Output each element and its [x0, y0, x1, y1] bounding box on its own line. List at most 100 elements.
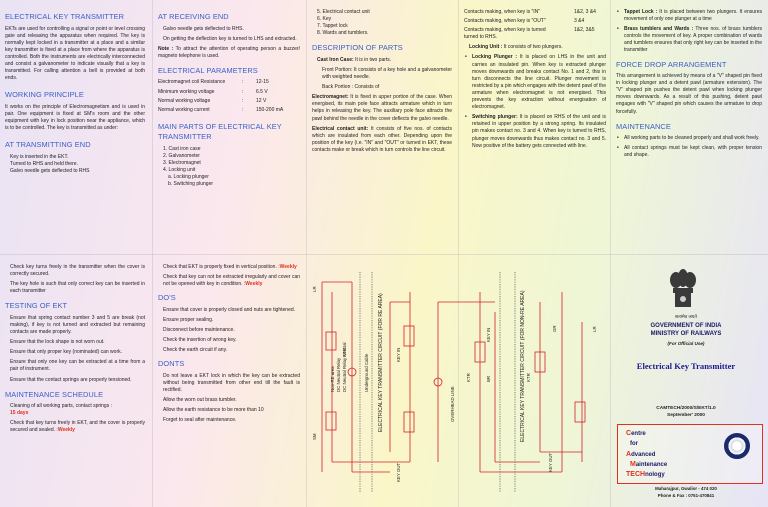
schedule-item: Check that key turns freely in EKT, and … — [5, 420, 145, 434]
column-testing: Check key turns freely in the transmitte… — [5, 264, 145, 504]
heading-force-drop: FORCE DROP ARRANGEMENT — [616, 59, 727, 69]
label: Cast Iron Case: — [317, 56, 354, 63]
heading-ekt: ELECTRICAL KEY TRANSMITTER — [5, 12, 125, 21]
list-item: 7. Tappet lock — [317, 23, 348, 30]
list-item: Turned to RHS and held there. — [10, 160, 78, 167]
receiving-note: Note : To attract the attention of opera… — [158, 46, 300, 60]
label-underground: Underground Cable — [364, 353, 369, 392]
label: Electrical contact unit: — [312, 125, 369, 132]
test-item: Ensure that only proper key (nominated) … — [10, 349, 122, 356]
document-code: CAMTECH/2000/S/EKT/1.0 — [656, 406, 716, 411]
table-row: Minimum working voltage:6.5 V — [158, 89, 300, 96]
note-text: To attract the attention of operating pe… — [158, 45, 300, 59]
param-name: Normal working voltage — [158, 97, 211, 104]
list-item: Galvo needle gets deflected to RHS — [10, 167, 90, 174]
circuit-wire — [322, 281, 410, 473]
text: It is placed on LHS in the unit and carr… — [472, 54, 606, 111]
label: Brass tumblers and Wards : — [624, 26, 694, 33]
govt-title: GOVERNMENT OF INDIA — [650, 323, 722, 329]
label-ktr: KTR — [342, 348, 347, 357]
heading-main-parts: MAIN PARTS OF ELECTRICAL KEY TRANSMITTER — [158, 121, 282, 142]
param-value: 12-15 — [256, 79, 269, 86]
force-drop-text: This arrangement is achieved by means of… — [616, 73, 762, 115]
schedule-frequency: Weekly — [279, 264, 297, 270]
label-br: BR — [486, 376, 491, 382]
maintenance-item: All contact springs must be kept clean, … — [616, 145, 762, 159]
cover-title: Electrical Key Transmitter — [636, 361, 736, 371]
circuit-wire — [437, 292, 583, 472]
parts-list-continued: 5. Electrical contact unit 6. Key 7. Tap… — [312, 9, 452, 37]
heading-working-principle: WORKING PRINCIPLE — [5, 90, 84, 100]
list-item: 2. Galvanometer — [163, 152, 200, 159]
list-item: a. Locking plunger — [168, 174, 209, 181]
column-tappet-maintenance: Tappet Lock : It is placed between two p… — [616, 9, 762, 254]
contact-value: 1&2, 3 &4 — [574, 9, 596, 15]
table-row: Contacts making, when key is "OUT"3 &4 — [464, 18, 606, 25]
label-dc-relay: DC Neutral Relay — [336, 357, 341, 392]
receiving-step: On getting the deflection key is turned … — [163, 35, 297, 42]
do-item: Disconnect before maintenance. — [163, 326, 235, 333]
ashoka-emblem-icon — [670, 269, 696, 307]
relay-symbol — [347, 367, 357, 377]
fold-line — [152, 0, 153, 507]
param-value: 12 V — [256, 97, 267, 104]
do-item: Ensure that cover is properly closed and… — [163, 306, 296, 313]
circuit-diagrams: LR SM KTR DC Neutral Relay Non-RE area D… — [312, 272, 597, 492]
table-row: Electromagnet coil Resistance:12-15 — [158, 79, 300, 86]
relay-symbol — [325, 411, 337, 431]
circuit-wire — [321, 282, 411, 472]
heading-maintenance: MAINTENANCE — [616, 121, 671, 131]
parameters-table: Electromagnet coil Resistance:12-15 Mini… — [158, 79, 300, 113]
heading-description: DESCRIPTION OF PARTS — [312, 43, 403, 53]
test-item: Ensure that spring contact number 3 and … — [10, 314, 145, 336]
label-ktr-b: KTR — [526, 373, 531, 382]
fold-line — [458, 0, 459, 507]
schedule-frequency: 15 days — [10, 410, 29, 417]
param-colon: : — [242, 97, 244, 104]
test-item: Ensure that only one key can be extracte… — [10, 359, 145, 373]
param-colon: : — [242, 106, 244, 113]
address: Maharajpur, Gwalior - 474 020 — [655, 486, 717, 491]
parts-list: 1. Cast iron case 2. Galvanometer 3. Ele… — [158, 146, 300, 189]
dont-item: Forget to seal after maintenance. — [163, 417, 237, 424]
test-item: Ensure that the contact springs are prop… — [10, 376, 132, 383]
relay-symbol — [534, 351, 546, 373]
heading-maintenance-schedule: MAINTENANCE SCHEDULE — [5, 389, 104, 399]
do-item: Check the earth circuit if any. — [163, 347, 228, 354]
receiving-step: Galvo needle gets deflected to RHS. — [163, 25, 244, 32]
contact-state: Contacts making, when key is "OUT" — [464, 18, 546, 25]
heading-electrical-parameters: ELECTRICAL PARAMETERS — [158, 65, 258, 75]
working-principle-text: It works on the principle of Electromagn… — [5, 103, 145, 132]
dont-item: Do not leave a EKT lock in which the key… — [163, 372, 300, 393]
emblem-motto: सत्यमेव जयते — [675, 314, 697, 319]
text: It is fixed in upper portion of the case… — [312, 94, 452, 122]
relay-symbol — [574, 401, 586, 423]
camtech-logo: Centre for Advanced Maintenance TECHnolo… — [617, 424, 763, 484]
locking-plunger-text: Locking Plunger : It is placed on LHS in… — [464, 54, 606, 111]
schedule-item: Cleaning of all working parts, contact s… — [5, 403, 145, 417]
text: Check that key turns freely in EKT, and … — [10, 420, 145, 434]
heading-transmitting-end: AT TRANSMITTING END — [5, 140, 91, 150]
list-item: 1. Cast iron case — [163, 145, 201, 152]
logo-line: Advanced — [626, 450, 656, 458]
label-key-in: KEY IN — [396, 348, 401, 362]
list-item: 3. Electromagnet — [163, 160, 201, 166]
param-colon: : — [242, 79, 244, 86]
label-sm: SM — [312, 433, 317, 440]
heading-donts: DONTS — [158, 359, 185, 369]
text: It is in two parts. — [355, 56, 392, 63]
list-item: 5. Electrical contact unit — [317, 9, 370, 15]
ministry-title: MINISTRY OF RAILWAYS — [650, 331, 722, 337]
label-overhead: OVERHEAD LINE — [450, 386, 455, 422]
schedule-frequency: Weekly — [57, 427, 75, 434]
transmitting-steps: Key is inserted in the EKT. Turned to RH… — [5, 154, 145, 175]
heading-dos: DO's — [158, 293, 176, 303]
relay-symbol — [403, 325, 415, 347]
param-colon: : — [242, 88, 244, 95]
list-item: 4. Locking unit — [163, 167, 196, 174]
label-neutral: DC Neutral Relay Neutral — [342, 342, 347, 392]
param-value: 6.5 V — [256, 88, 268, 95]
phone: Phone & Fax : 0751-470841 — [657, 493, 715, 498]
text: It consists of two plungers. — [503, 44, 563, 51]
